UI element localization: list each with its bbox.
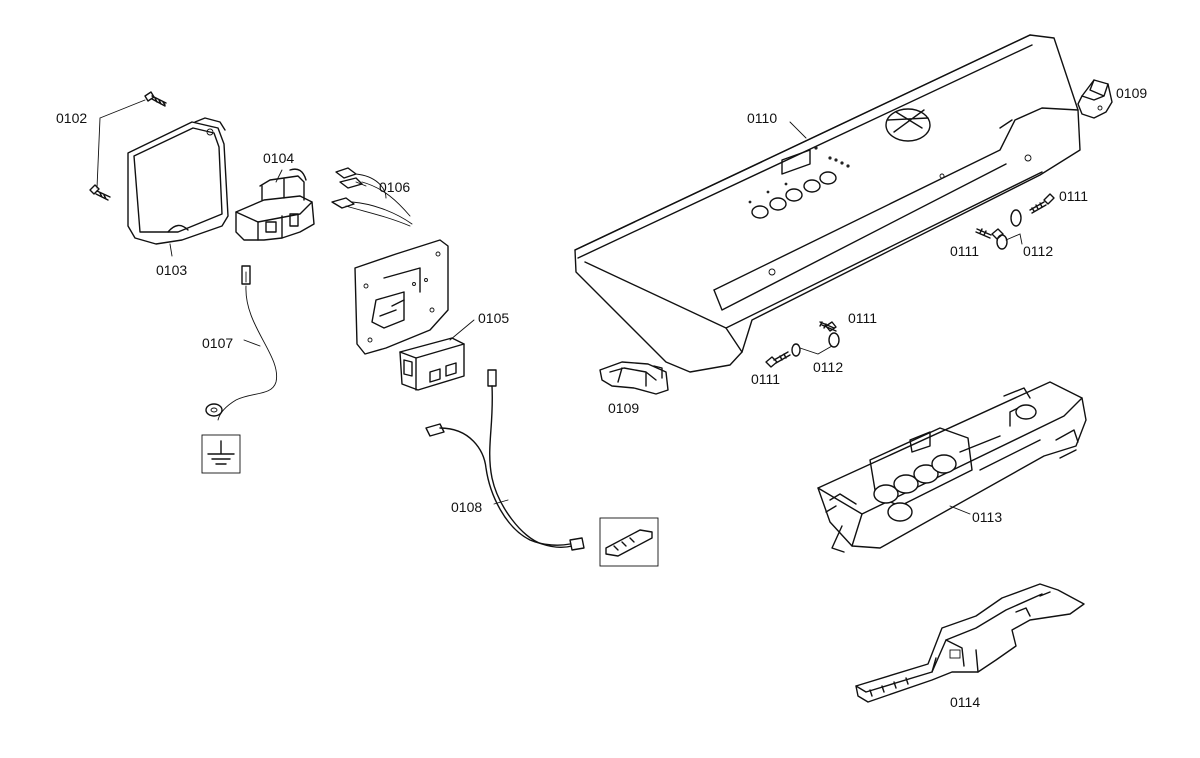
cable-0108 xyxy=(425,369,585,551)
leader-0112-upper xyxy=(1005,233,1023,245)
mounting-plate xyxy=(354,239,449,355)
label-0111-lower-right: 0111 xyxy=(848,310,877,326)
relay-block-0105 xyxy=(399,337,465,391)
wire-harness-0106 xyxy=(331,167,413,227)
switch-block-0104 xyxy=(235,168,315,241)
screw-0102-bottom xyxy=(89,184,111,201)
leader-0102 xyxy=(96,99,146,189)
label-0109-right: 0109 xyxy=(1116,85,1147,101)
leader-0108 xyxy=(493,499,509,505)
label-0112-upper: 0112 xyxy=(1023,243,1053,259)
washer-0112-lower-right xyxy=(828,332,840,348)
cover-0103 xyxy=(127,117,229,245)
screw-0102-top xyxy=(144,91,167,107)
ground-symbol-icon xyxy=(201,434,241,474)
label-0105: 0105 xyxy=(478,310,509,326)
electronic-module-0113 xyxy=(817,381,1087,553)
bracket-0114 xyxy=(855,583,1085,703)
connector-inset xyxy=(599,517,659,567)
washer-0112-lower xyxy=(791,343,801,357)
leader-0106 xyxy=(355,181,367,187)
washer-0112-upper xyxy=(996,234,1008,250)
label-0104: 0104 xyxy=(263,150,294,166)
label-0109-left: 0109 xyxy=(608,400,639,416)
ground-wire-0107 xyxy=(205,265,278,421)
clip-0109-left xyxy=(599,361,669,395)
label-0107: 0107 xyxy=(202,335,233,351)
leader-0107 xyxy=(243,339,261,347)
label-0113: 0113 xyxy=(972,509,1002,525)
control-panel-0110 xyxy=(574,34,1081,373)
clip-0109-right xyxy=(1077,79,1113,119)
screw-0111-lower-right xyxy=(819,321,837,332)
leader-0113 xyxy=(949,505,971,515)
washer-0112-upper-right xyxy=(1010,209,1022,227)
screw-0111-upper-right xyxy=(1029,193,1055,214)
leader-0105 xyxy=(449,319,475,341)
label-0111-upper-right: 0111 xyxy=(1059,188,1088,204)
leader-0110 xyxy=(789,121,807,139)
leader-0103 xyxy=(169,243,173,257)
screw-0111-lower-left xyxy=(765,351,791,368)
leader-0112-lower xyxy=(799,345,833,355)
label-0111-upper-left: 0111 xyxy=(950,243,979,259)
label-0102: 0102 xyxy=(56,110,87,126)
label-0114: 0114 xyxy=(950,694,980,710)
label-0110: 0110 xyxy=(747,110,777,126)
leader-0104 xyxy=(275,169,283,183)
label-0103: 0103 xyxy=(156,262,187,278)
screw-0111-upper-left xyxy=(975,228,1004,240)
label-0112-lower: 0112 xyxy=(813,359,843,375)
label-0111-lower-left: 0111 xyxy=(751,371,780,387)
label-0108: 0108 xyxy=(451,499,482,515)
label-0106: 0106 xyxy=(379,179,410,195)
